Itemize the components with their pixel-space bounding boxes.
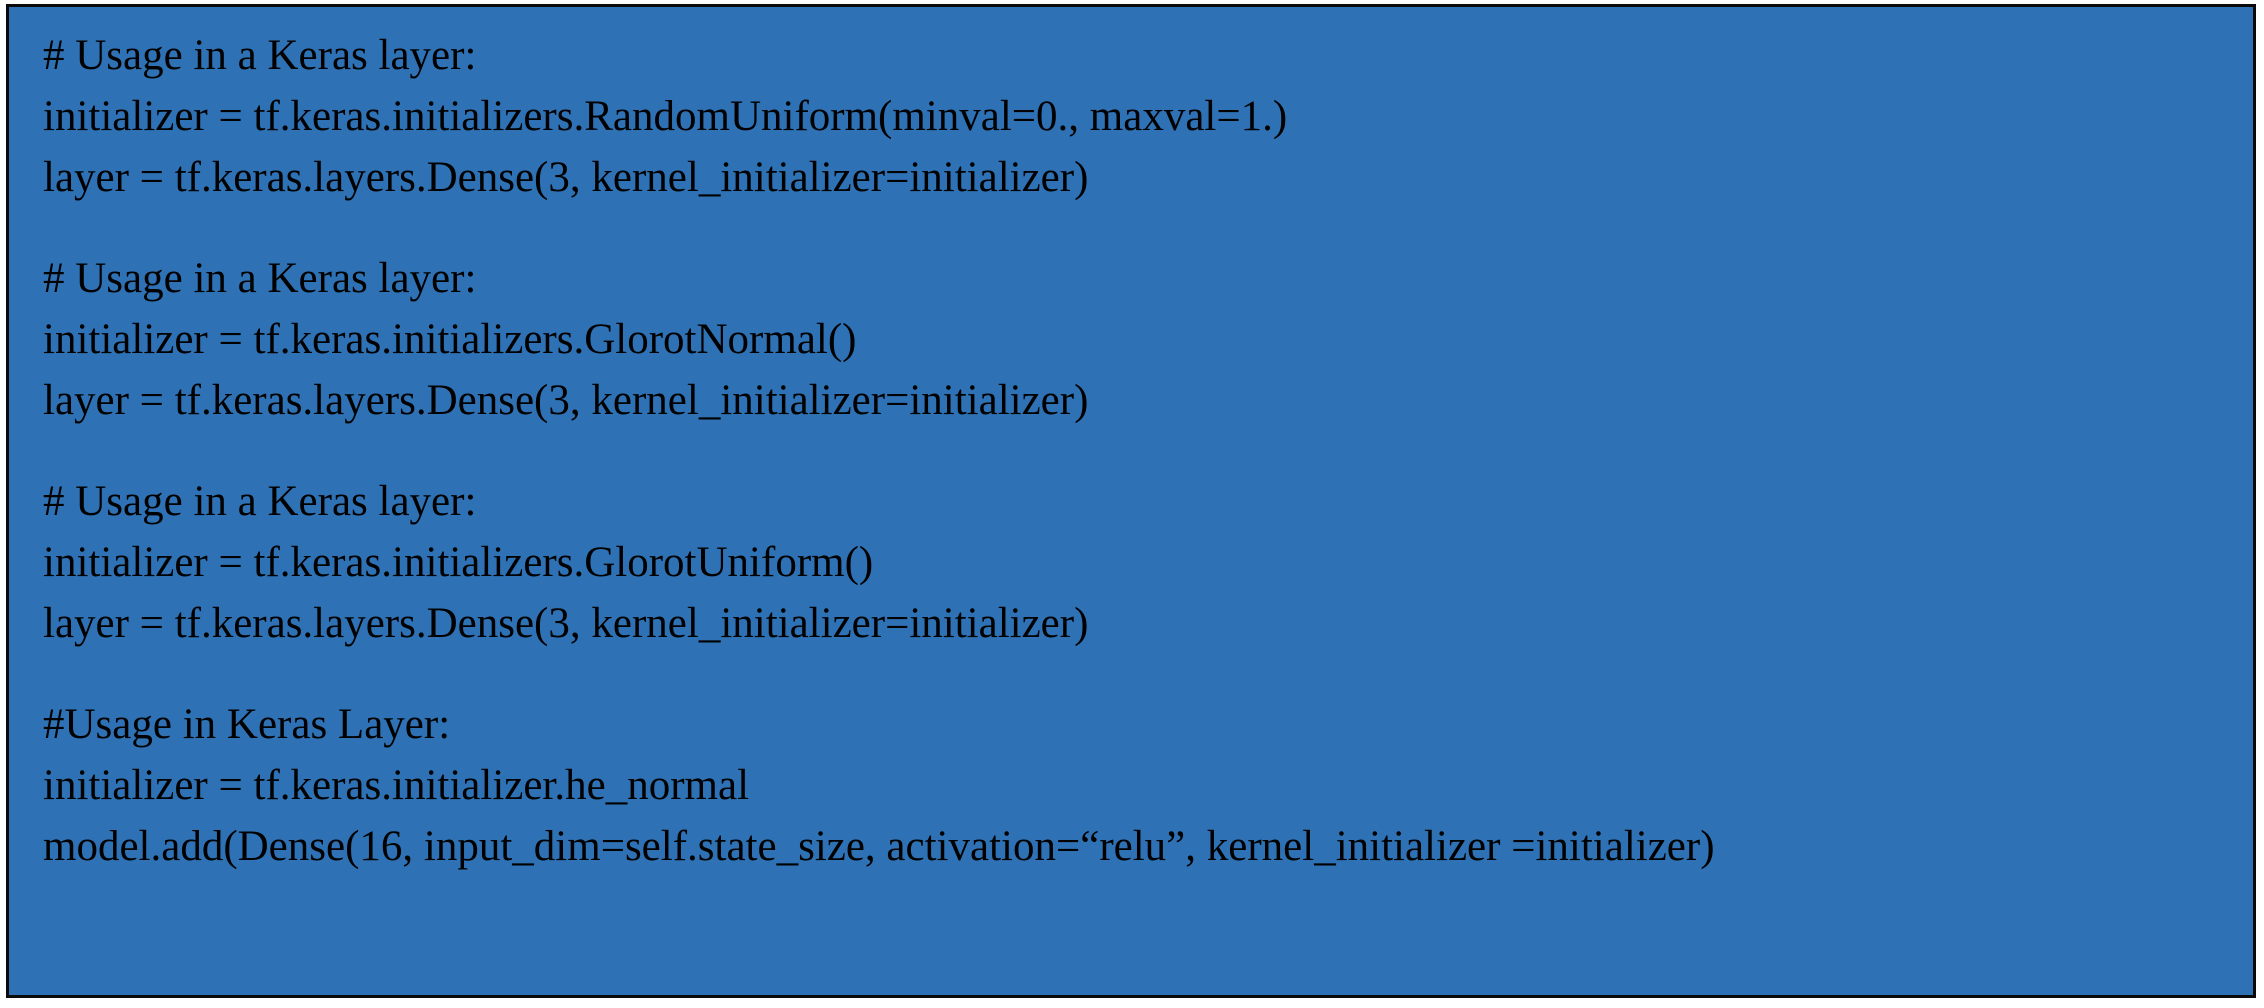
- code-line-initializer: initializer = tf.keras.initializers.Rand…: [43, 93, 1288, 140]
- code-comment: # Usage in a Keras layer:: [43, 32, 477, 79]
- code-block-he-normal: #Usage in Keras Layer: initializer = tf.…: [43, 694, 2253, 877]
- code-line-layer: layer = tf.keras.layers.Dense(3, kernel_…: [43, 377, 1089, 424]
- code-block-glorot-normal: # Usage in a Keras layer: initializer = …: [43, 248, 2253, 431]
- code-line-model-add: model.add(Dense(16, input_dim=self.state…: [43, 823, 1715, 870]
- code-box: # Usage in a Keras layer: initializer = …: [6, 4, 2256, 998]
- code-line-layer: layer = tf.keras.layers.Dense(3, kernel_…: [43, 154, 1089, 201]
- code-line-initializer: initializer = tf.keras.initializer.he_no…: [43, 762, 750, 809]
- code-block-glorot-uniform: # Usage in a Keras layer: initializer = …: [43, 471, 2253, 654]
- code-comment: #Usage in Keras Layer:: [43, 701, 451, 748]
- code-comment: # Usage in a Keras layer:: [43, 478, 477, 525]
- code-line-initializer: initializer = tf.keras.initializers.Glor…: [43, 316, 857, 363]
- code-block-random-uniform: # Usage in a Keras layer: initializer = …: [43, 25, 2253, 208]
- code-line-initializer: initializer = tf.keras.initializers.Glor…: [43, 539, 874, 586]
- code-comment: # Usage in a Keras layer:: [43, 255, 477, 302]
- code-line-layer: layer = tf.keras.layers.Dense(3, kernel_…: [43, 600, 1089, 647]
